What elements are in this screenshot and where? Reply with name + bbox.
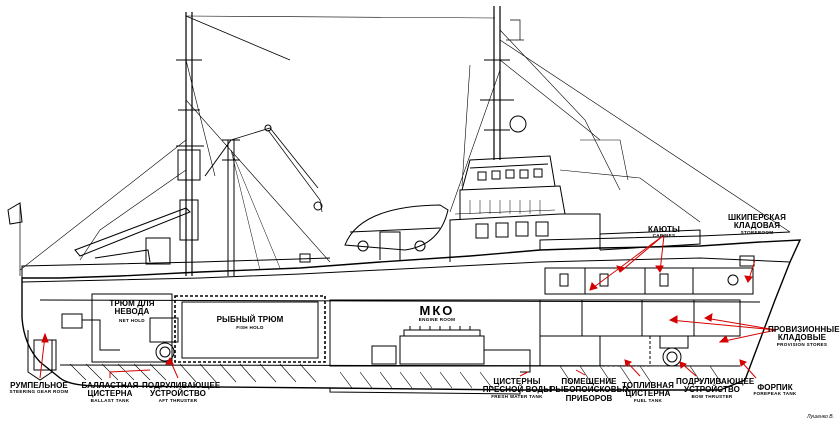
fish-hold-label: РЫБНЫЙ ТРЮМ FISH HOLD xyxy=(205,315,295,331)
bow-thruster-label: ПОДРУЛИВАЮЩЕЕ УСТРОЙСТВО BOW THRUSTER xyxy=(676,377,755,400)
aft-thruster-en: AFT THRUSTER xyxy=(158,397,198,403)
ballast-en: BALLAST TANK xyxy=(90,397,130,403)
engine-room-en: ENGINE ROOM xyxy=(418,316,456,322)
provision-ru: ПРОВИЗИОННЫЕ КЛАДОВЫЕ xyxy=(768,325,840,343)
forepeak-ru: ФОРПИК xyxy=(757,383,793,392)
storeroom-ru: ШКИПЕРСКАЯ КЛАДОВАЯ xyxy=(727,213,787,231)
aft-thruster-label: ПОДРУЛИВАЮЩЕЕ УСТРОЙСТВО AFT THRUSTER xyxy=(142,381,221,404)
fresh-water-ru: ЦИСТЕРНЫ ПРЕСНОЙ ВОДЫ xyxy=(482,377,552,395)
forecastle-rail xyxy=(539,231,791,250)
ballast-ru: БАЛЛАСТНАЯ ЦИСТЕРНА xyxy=(81,381,139,399)
provision-en: PROVISION STORES xyxy=(776,341,828,347)
stern-rudder xyxy=(27,330,53,381)
fore-mast xyxy=(493,6,501,160)
fuel-tank-box xyxy=(599,335,651,367)
fuel-label: ТОПЛИВНАЯ ЦИСТЕРНА FUEL TANK xyxy=(620,381,676,404)
main-deck xyxy=(21,257,791,283)
fish-finder-ru: ПОМЕЩЕНИЕ РЫБОПОИСКОВЫХ ПРИБОРОВ xyxy=(550,377,630,403)
aft-boom xyxy=(74,207,191,257)
cabins-label: КАЮТЫ CABINES xyxy=(642,225,686,239)
fresh-water-label: ЦИСТЕРНЫ ПРЕСНОЙ ВОДЫ FRESH WATER TANK xyxy=(480,377,554,400)
wheelhouse xyxy=(461,155,556,191)
engine-room-ru: МКО xyxy=(419,303,455,318)
tween-deck xyxy=(39,299,761,303)
steering-en: STEERING GEAR ROOM xyxy=(9,389,69,395)
net-hold-label: ТРЮМ ДЛЯ НЕВОДА NET HOLD xyxy=(96,299,168,324)
author-credit: Лушенко В. xyxy=(807,414,834,420)
bulwark xyxy=(21,257,331,278)
net-hold-en: NET HOLD xyxy=(119,317,145,323)
cabins-ru: КАЮТЫ xyxy=(648,225,680,234)
bow-thruster-ru: ПОДРУЛИВАЮЩЕЕ УСТРОЙСТВО xyxy=(676,377,755,395)
bow-thruster-tunnel xyxy=(662,347,682,367)
fish-finder-label: ПОМЕЩЕНИЕ РЫБОПОИСКОВЫХ ПРИБОРОВ xyxy=(550,377,630,403)
cabins-en: CABINES xyxy=(652,233,676,239)
lifeboat xyxy=(344,204,449,251)
fuel-ru: ТОПЛИВНАЯ ЦИСТЕРНА xyxy=(621,381,674,399)
steering-ru: РУМПЕЛЬНОЕ xyxy=(10,381,68,390)
storeroom-label: ШКИПЕРСКАЯ КЛАДОВАЯ STOREROOM xyxy=(722,213,792,236)
leader-lines xyxy=(39,234,777,379)
steering-label: РУМПЕЛЬНОЕ STEERING GEAR ROOM xyxy=(2,381,76,395)
fuel-en: FUEL TANK xyxy=(633,397,663,403)
fish-hold-en: FISH HOLD xyxy=(236,325,264,331)
provision-label: ПРОВИЗИОННЫЕ КЛАДОВЫЕ PROVISION STORES xyxy=(768,325,840,348)
aft-mast xyxy=(185,12,193,276)
storeroom-en: STOREROOM xyxy=(740,229,774,235)
aft-thruster-ru: ПОДРУЛИВАЮЩЕЕ УСТРОЙСТВО xyxy=(142,381,221,399)
fish-hold-box xyxy=(174,295,326,363)
aft-thruster-tunnel xyxy=(155,342,175,362)
net-hold-box xyxy=(91,293,173,363)
flag xyxy=(7,202,23,225)
deckhouse-main xyxy=(449,213,601,262)
fish-hold-ru: РЫБНЫЙ ТРЮМ xyxy=(216,315,284,324)
keel-line xyxy=(329,388,521,395)
forepeak-label: ФОРПИК FOREPEAK TANK xyxy=(744,383,806,397)
fresh-water-en: FRESH WATER TANK xyxy=(491,393,543,399)
net-hold-ru: ТРЮМ ДЛЯ НЕВОДА xyxy=(109,299,155,317)
main-engine xyxy=(399,335,485,365)
engine-room-label: МКО ENGINE ROOM xyxy=(402,304,472,322)
ballast-label: БАЛЛАСТНАЯ ЦИСТЕРНА BALLAST TANK xyxy=(80,381,140,404)
bow-thruster-en: BOW THRUSTER xyxy=(691,393,733,399)
forepeak-en: FOREPEAK TANK xyxy=(753,391,797,397)
